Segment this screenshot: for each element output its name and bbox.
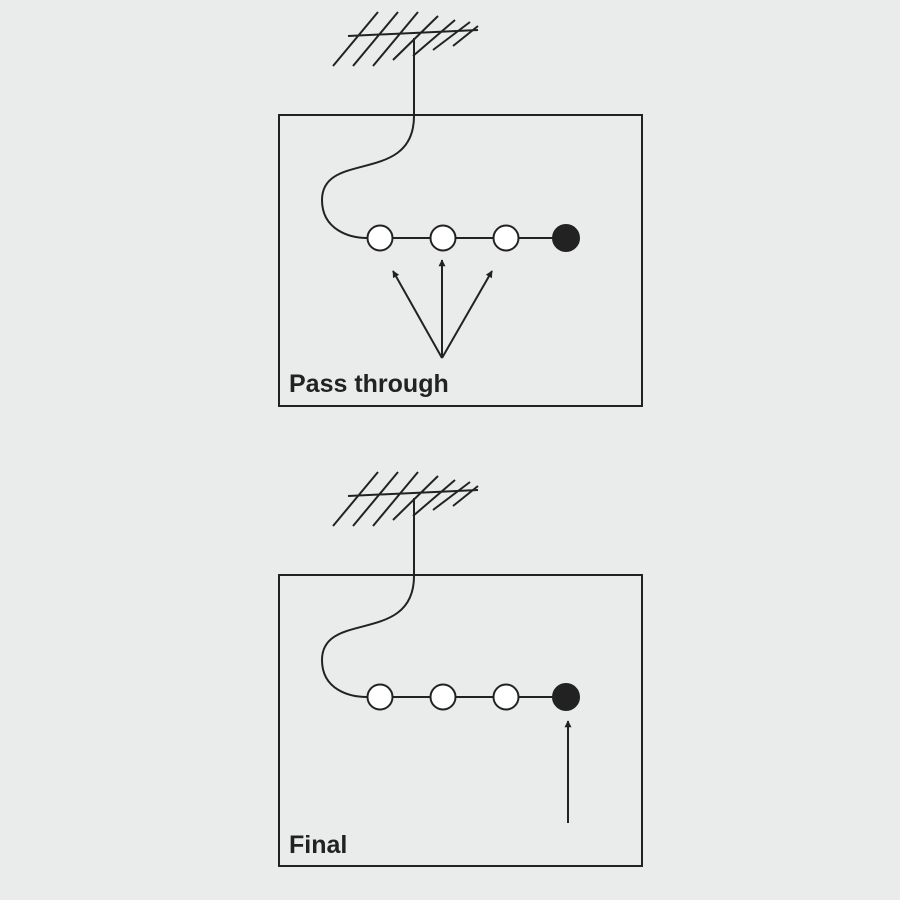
waypoint-node xyxy=(429,683,457,711)
cable xyxy=(320,38,415,239)
final-node xyxy=(552,683,580,711)
waypoint-node xyxy=(429,224,457,252)
waypoint-node xyxy=(492,683,520,711)
waypoint-node xyxy=(366,224,394,252)
panel-label-pass-through: Pass through xyxy=(289,370,449,398)
ground-anchor-icon xyxy=(332,11,479,67)
waypoint-node xyxy=(366,683,394,711)
panel-pass-through: Pass through xyxy=(278,11,643,407)
ground-anchor-icon xyxy=(332,471,479,527)
panel-final: Final xyxy=(278,471,643,867)
arrow-left xyxy=(392,270,443,359)
arrow-right xyxy=(441,270,493,359)
panel-frame xyxy=(278,574,643,867)
waypoint-node xyxy=(492,224,520,252)
cable xyxy=(320,498,415,698)
panel-label-final: Final xyxy=(289,831,347,859)
panel-frame xyxy=(278,114,643,407)
final-node xyxy=(552,224,580,252)
